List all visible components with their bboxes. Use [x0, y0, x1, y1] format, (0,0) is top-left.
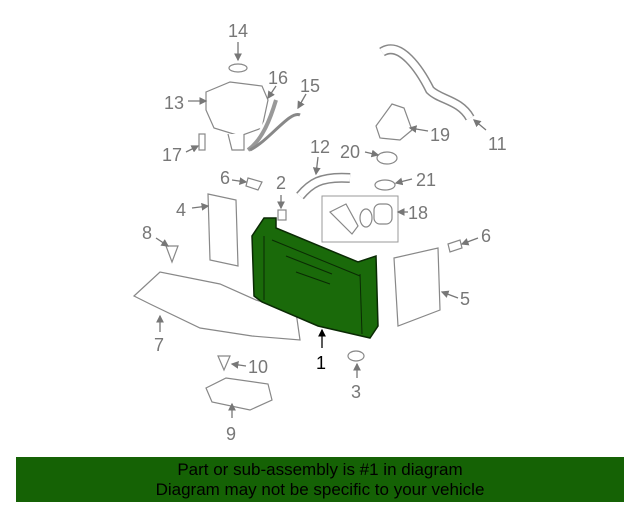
overflow-hose[interactable]: [246, 99, 278, 152]
leader-lines: [155, 42, 487, 418]
callout-8: 8: [142, 223, 152, 243]
bolt-6-left[interactable]: [245, 177, 263, 191]
callout-2: 2: [276, 173, 286, 193]
push-pin-10[interactable]: [217, 355, 231, 372]
lower-air-deflector[interactable]: [132, 271, 301, 341]
callout-17: 17: [162, 145, 182, 165]
bolt-6-right[interactable]: [447, 239, 463, 253]
info-banner: Part or sub-assembly is #1 in diagram Di…: [16, 457, 624, 502]
callout-6-right: 6: [481, 226, 491, 246]
thermostat[interactable]: [376, 151, 398, 165]
right-baffle[interactable]: [393, 247, 441, 327]
banner-line-1: Part or sub-assembly is #1 in diagram: [177, 460, 463, 479]
callout-11: 11: [488, 134, 507, 154]
callout-16: 16: [268, 68, 288, 88]
callout-1: 1: [316, 353, 326, 373]
callout-9: 9: [226, 424, 236, 444]
callout-4: 4: [176, 200, 186, 220]
left-baffle[interactable]: [207, 193, 239, 267]
callout-14: 14: [228, 21, 248, 41]
callout-5: 5: [460, 289, 470, 309]
callout-12: 12: [310, 137, 330, 157]
o-ring[interactable]: [359, 208, 373, 228]
callout-20: 20: [340, 142, 360, 162]
callout-18: 18: [408, 203, 428, 223]
lower-hose[interactable]: [297, 174, 351, 199]
callout-10: 10: [248, 357, 268, 377]
callout-13: 13: [164, 93, 184, 113]
thermostat-seal[interactable]: [374, 179, 396, 191]
drain-plug[interactable]: [277, 209, 287, 221]
push-pin-8[interactable]: [165, 245, 179, 264]
callout-6-left: 6: [220, 168, 230, 188]
hose-15[interactable]: [249, 113, 301, 152]
banner-line-2: Diagram may not be specific to your vehi…: [155, 480, 485, 499]
radiator[interactable]: [251, 217, 379, 339]
callout-21: 21: [416, 170, 436, 190]
hose-connector[interactable]: [328, 203, 359, 235]
callout-15: 15: [300, 76, 320, 96]
bolt-17[interactable]: [198, 133, 206, 151]
callout-3: 3: [351, 382, 361, 402]
callout-7: 7: [154, 335, 164, 355]
lower-shield[interactable]: [205, 377, 273, 411]
callout-19: 19: [430, 125, 450, 145]
thermostat-housing[interactable]: [375, 103, 413, 141]
radiator-mount[interactable]: [347, 350, 365, 362]
fitting[interactable]: [373, 203, 393, 225]
